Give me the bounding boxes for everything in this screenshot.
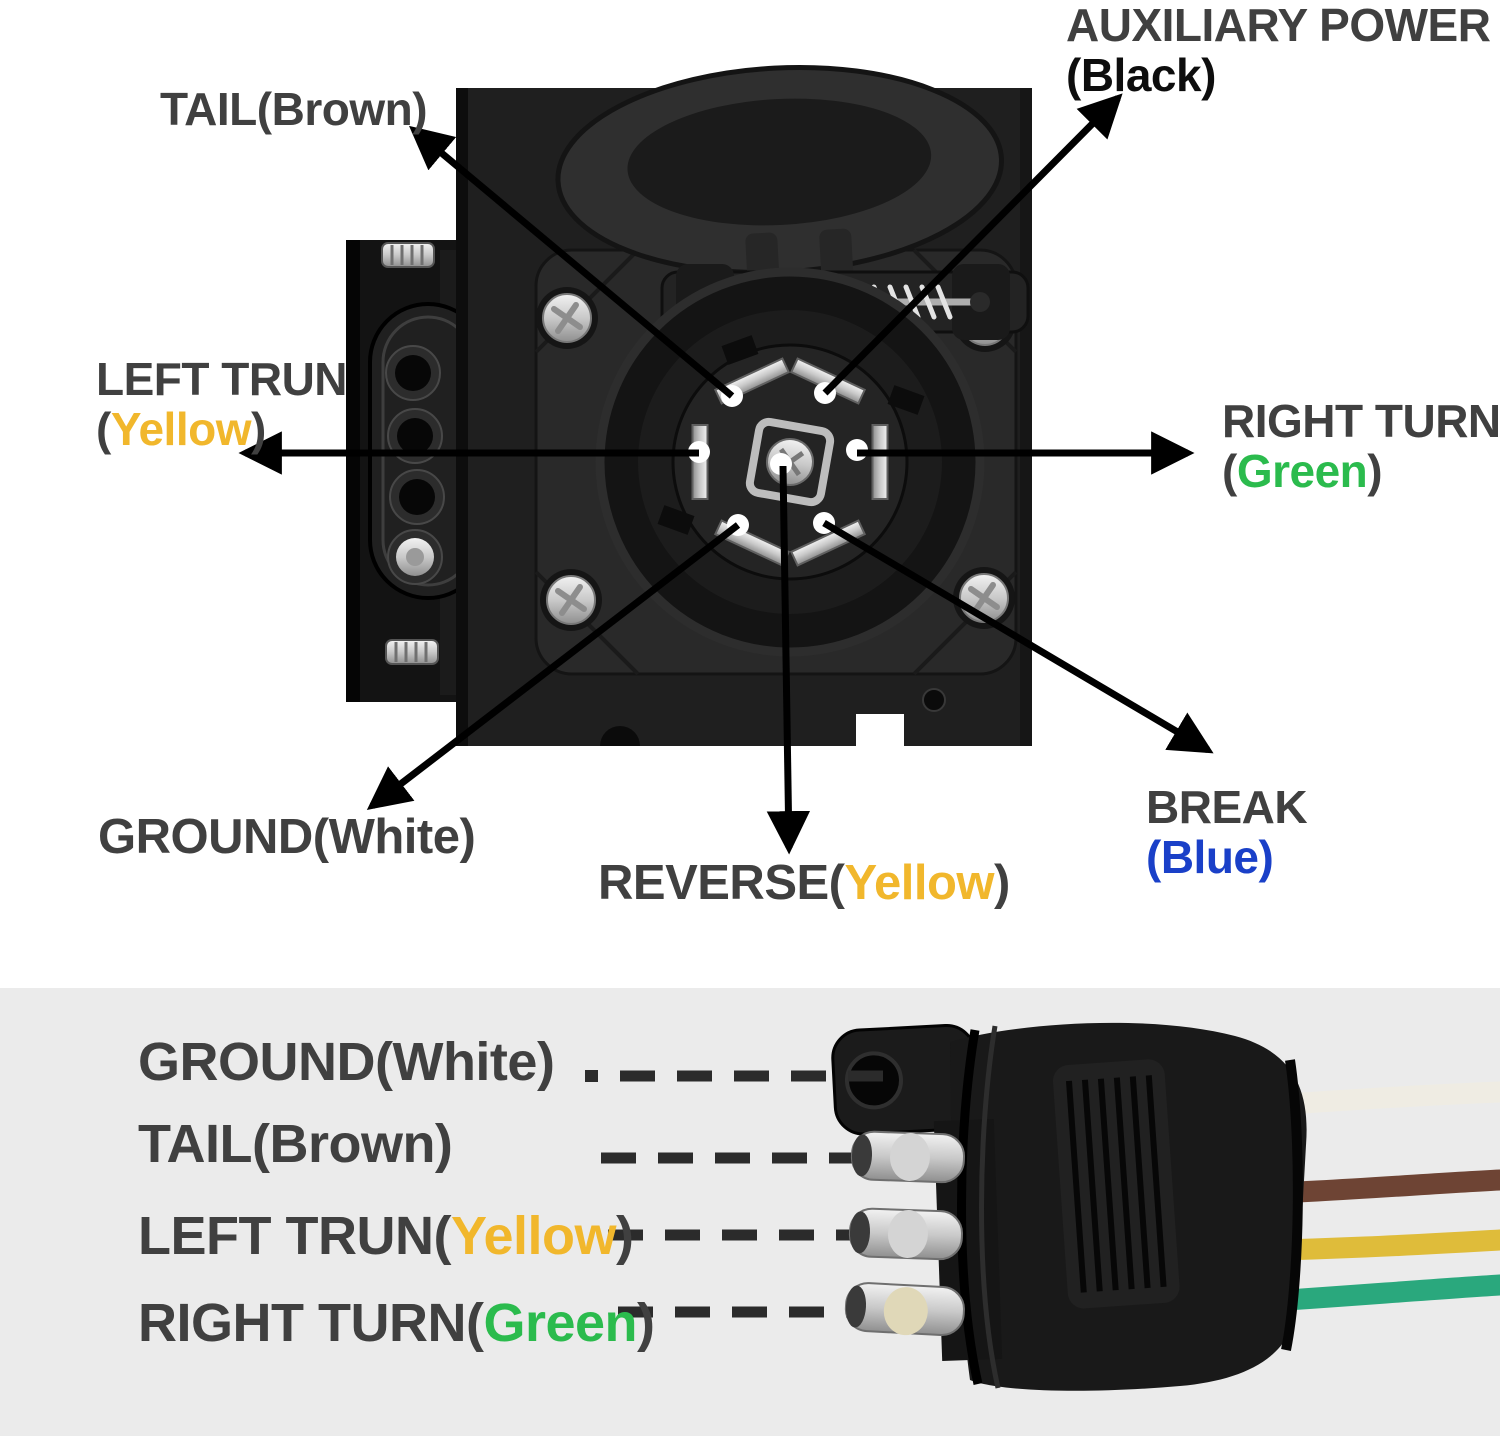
- label-ground: GROUND(White): [98, 810, 476, 864]
- bracket-screw-bottom: [385, 639, 439, 665]
- legend-leader-line-1: [585, 1070, 884, 1082]
- label-right-turn-paren: (: [1222, 445, 1237, 497]
- legend-tail-text: TAIL(Brown): [138, 1114, 453, 1174]
- label-left-turn-paren: (: [96, 403, 111, 455]
- label-left-turn: LEFT TRUN (Yellow): [96, 353, 348, 455]
- bracket-screw-top: [381, 242, 435, 268]
- label-brake-name: BREAK: [1146, 781, 1308, 833]
- label-brake: BREAK (Blue): [1146, 781, 1308, 883]
- label-reverse: REVERSE(Yellow): [598, 858, 1010, 908]
- legend-left-turn-text: LEFT TRUN(: [138, 1206, 451, 1266]
- label-tail-name: TAIL(Brown): [160, 83, 428, 135]
- label-auxiliary-power-wire: (Black): [1066, 49, 1216, 101]
- grip-ribs: [1052, 1059, 1180, 1309]
- legend-right-turn-colored: Green: [483, 1293, 638, 1353]
- flat4-harness-photo: [585, 1022, 1500, 1391]
- legend-ground-text: GROUND(White): [138, 1032, 555, 1092]
- label-reverse-suffix: ): [994, 856, 1010, 910]
- label-right-turn-paren: ): [1367, 445, 1383, 497]
- label-left-turn-wire: Yellow: [110, 403, 252, 455]
- legend-right-turn-text: RIGHT TURN(: [138, 1293, 484, 1353]
- legend-row-ground: GROUND(White): [138, 1032, 555, 1092]
- label-brake-wire: (Blue): [1146, 831, 1274, 883]
- legend-row-tail: TAIL(Brown): [138, 1114, 453, 1174]
- label-right-turn: RIGHT TURN (Green): [1222, 396, 1500, 496]
- label-auxiliary-power: AUXILIARY POWER (Black): [1066, 0, 1491, 101]
- label-left-turn-name: LEFT TRUN: [96, 353, 348, 405]
- arrow-tail: [409, 125, 735, 399]
- label-right-turn-wire: Green: [1236, 445, 1368, 497]
- legend-row-right-turn: RIGHT TURN(Green): [138, 1293, 655, 1353]
- arrow-brake: [822, 519, 1214, 754]
- label-right-turn-name: RIGHT TURN: [1222, 395, 1500, 447]
- spring-cover: [555, 64, 1004, 292]
- label-left-turn-paren: ): [251, 403, 266, 455]
- seven-way-connector-photo: [238, 64, 1214, 855]
- label-ground-name: GROUND(White): [98, 810, 476, 864]
- legend-left-turn-colored: Yellow: [450, 1206, 617, 1266]
- legend-row-left-turn: LEFT TRUN(Yellow): [138, 1206, 634, 1266]
- flat4-male-pins: [844, 1130, 966, 1337]
- label-reverse-wire: Yellow: [844, 856, 995, 910]
- arrow-auxiliary-power: [822, 93, 1123, 396]
- label-auxiliary-power-name: AUXILIARY POWER: [1066, 0, 1491, 51]
- arrow-reverse: [766, 465, 811, 855]
- arrow-ground: [366, 522, 741, 810]
- label-tail: TAIL(Brown): [160, 83, 428, 135]
- legend-right-turn-suffix: ): [637, 1293, 655, 1353]
- callout-arrows: [238, 93, 1214, 855]
- label-reverse-prefix: REVERSE(: [598, 856, 845, 910]
- legend-left-turn-suffix: ): [616, 1206, 634, 1266]
- flat4-connector-body: [933, 1022, 1307, 1391]
